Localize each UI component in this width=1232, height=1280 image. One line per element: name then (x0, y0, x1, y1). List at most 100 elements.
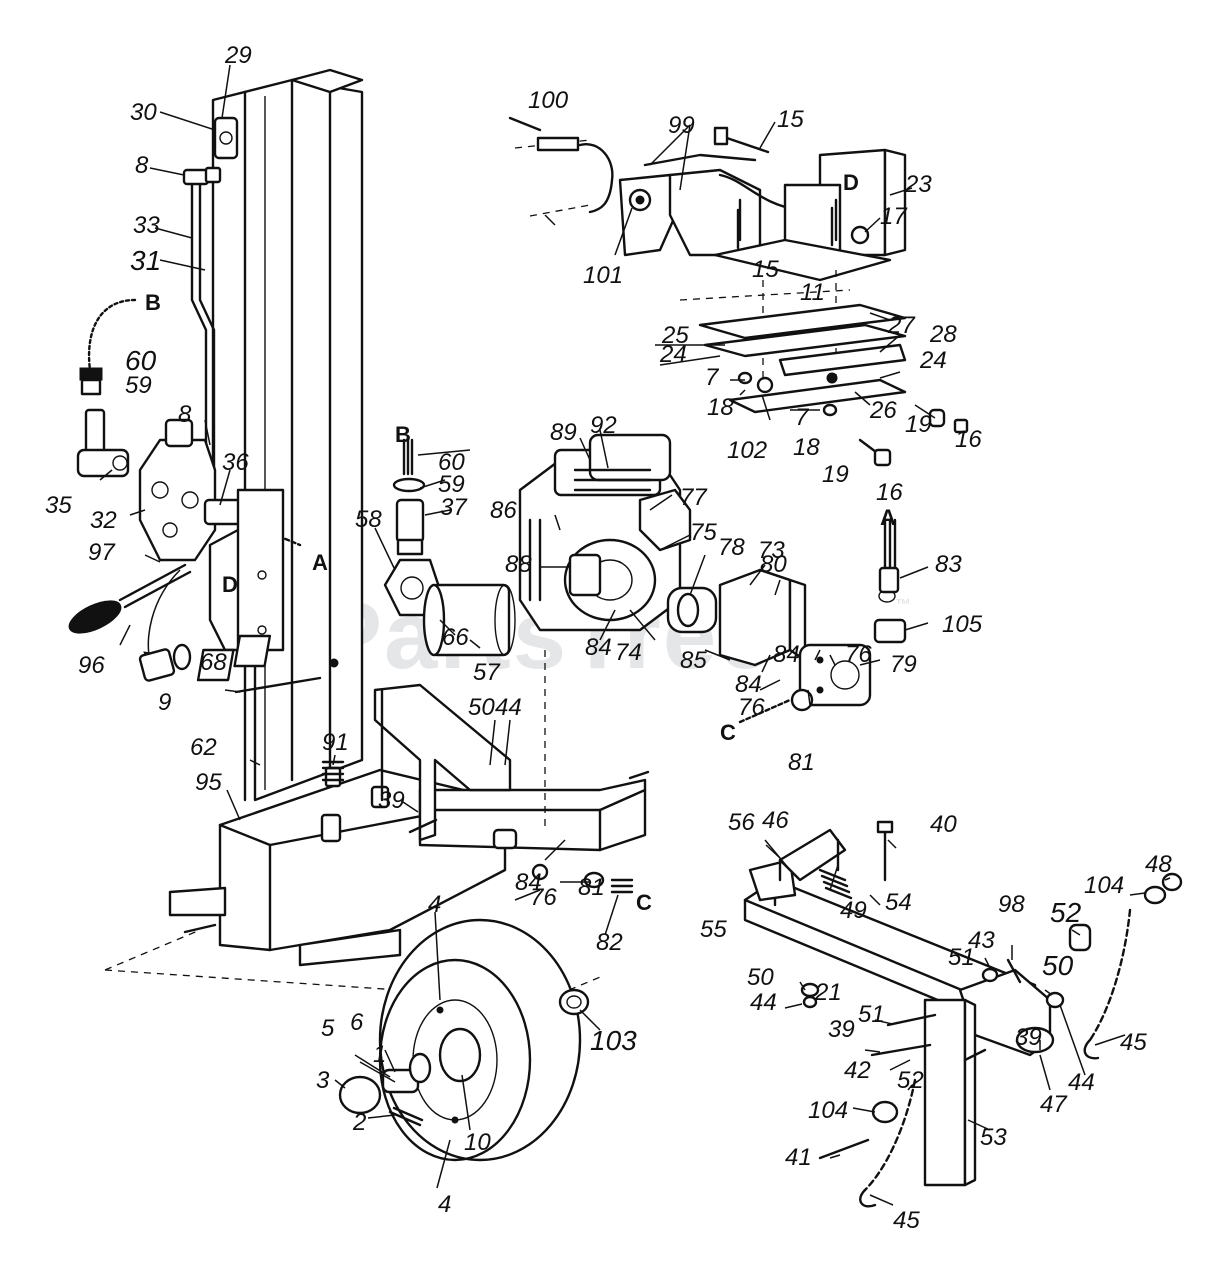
callout-55: 55 (700, 916, 727, 943)
letter-b-upper: B (145, 290, 161, 315)
safety-chains (859, 872, 1183, 1208)
callout-59-upper: 59 (125, 372, 152, 399)
callout-8-top: 8 (135, 152, 149, 179)
callout-51-mid: 51 (858, 1001, 885, 1028)
callout-24-right: 24 (919, 347, 947, 374)
callout-6: 6 (350, 1009, 364, 1036)
tow-tongue (743, 828, 1055, 1187)
callout-92: 92 (590, 412, 617, 439)
callout-58: 58 (355, 506, 382, 533)
callout-30: 30 (130, 99, 157, 126)
callout-57: 57 (473, 659, 501, 686)
callout-15-mid: 15 (752, 256, 779, 283)
callout-96: 96 (78, 652, 105, 679)
letter-c-pump: C (720, 720, 736, 745)
callout-50-hitch: 50 (747, 964, 774, 991)
callout-44-frame: 44 (495, 694, 522, 721)
beam-mount-d (208, 488, 285, 652)
elbow-fitting (76, 408, 130, 478)
callout-8-valve: 8 (178, 401, 192, 428)
callout-1: 1 (373, 1041, 386, 1068)
callout-11: 11 (800, 279, 825, 306)
callout-91: 91 (322, 729, 349, 756)
callout-97: 97 (88, 539, 116, 566)
callout-23: 23 (904, 171, 932, 198)
callout-27: 27 (887, 312, 916, 339)
frame-fittings (408, 818, 634, 894)
leader-lines (99, 64, 1171, 1206)
callout-42: 42 (844, 1057, 871, 1084)
callout-45-bottom: 45 (893, 1207, 920, 1234)
callout-77: 77 (680, 484, 708, 511)
callout-86: 86 (490, 497, 517, 524)
callout-18-right: 18 (793, 434, 820, 461)
callout-15-top: 15 (777, 106, 804, 133)
callout-19-right: 19 (905, 411, 932, 438)
letter-c-frame: C (636, 890, 652, 915)
splitter-beam (211, 68, 364, 802)
callout-18-left: 18 (707, 394, 734, 421)
callout-99: 99 (668, 112, 695, 139)
axle-frame (168, 770, 650, 967)
callout-104-bottom: 104 (808, 1097, 848, 1124)
pump-drive (666, 518, 907, 724)
hose-b-upper (79, 298, 137, 396)
return-fitting (138, 643, 192, 682)
callout-60-upper: 60 (125, 345, 157, 376)
callout-76-frame: 76 (530, 884, 557, 911)
callout-80: 80 (760, 551, 787, 578)
callout-4-top: 4 (428, 891, 441, 918)
callout-75: 75 (690, 519, 717, 546)
callout-48: 48 (1145, 851, 1172, 878)
callout-52-top: 52 (1050, 897, 1082, 928)
callout-45-right: 45 (1120, 1029, 1147, 1056)
callout-104-top: 104 (1084, 872, 1124, 899)
callout-46: 46 (762, 807, 789, 834)
callout-7-left: 7 (705, 364, 720, 391)
callout-56: 56 (728, 809, 755, 836)
callout-85: 85 (680, 647, 707, 674)
reference-letters: B B A A C C D D (145, 170, 896, 915)
callout-81-pump: 81 (788, 749, 815, 776)
callout-54: 54 (885, 889, 912, 916)
callout-43: 43 (968, 927, 995, 954)
callout-16-right: 16 (955, 426, 982, 453)
callout-81-frame: 81 (578, 874, 605, 901)
callout-39-right: 39 (1015, 1024, 1042, 1051)
control-rod (182, 166, 222, 472)
callout-102: 102 (727, 437, 767, 464)
callout-41: 41 (785, 1144, 812, 1171)
callout-9: 9 (158, 689, 171, 716)
callout-59-filter: 59 (438, 471, 465, 498)
callout-76-pump: 76 (738, 694, 765, 721)
rod-and-plates (196, 634, 339, 694)
callout-95: 95 (195, 769, 222, 796)
callout-74: 74 (615, 639, 642, 666)
callout-33: 33 (133, 212, 160, 239)
callout-28: 28 (929, 321, 957, 348)
callout-19-lower: 19 (822, 461, 849, 488)
callout-100: 100 (528, 87, 569, 114)
letter-d-beam: D (222, 572, 238, 597)
callout-7-right: 7 (795, 404, 810, 431)
callout-62: 62 (190, 734, 217, 761)
callout-25: 25 (661, 322, 689, 349)
callout-5: 5 (321, 1015, 335, 1042)
control-valve (138, 418, 247, 562)
callout-73: 73 (758, 537, 785, 564)
callout-89: 89 (550, 419, 577, 446)
callout-3: 3 (316, 1067, 330, 1094)
callout-50-frame: 50 (468, 694, 495, 721)
callout-44-right: 44 (1068, 1069, 1095, 1096)
callout-numbers: 1 2 3 4 4 5 6 7 7 8 8 9 10 11 15 15 16 1… (45, 42, 1172, 1234)
callout-21: 21 (814, 979, 842, 1006)
letter-a-valve: A (312, 550, 328, 575)
callout-68: 68 (200, 649, 227, 676)
callout-101: 101 (583, 262, 623, 289)
callout-40: 40 (930, 811, 957, 838)
callout-84-pump: 84 (735, 671, 762, 698)
callout-31: 31 (130, 245, 161, 276)
letter-b-filter: B (395, 422, 411, 447)
letter-a-pump: A (880, 505, 896, 530)
